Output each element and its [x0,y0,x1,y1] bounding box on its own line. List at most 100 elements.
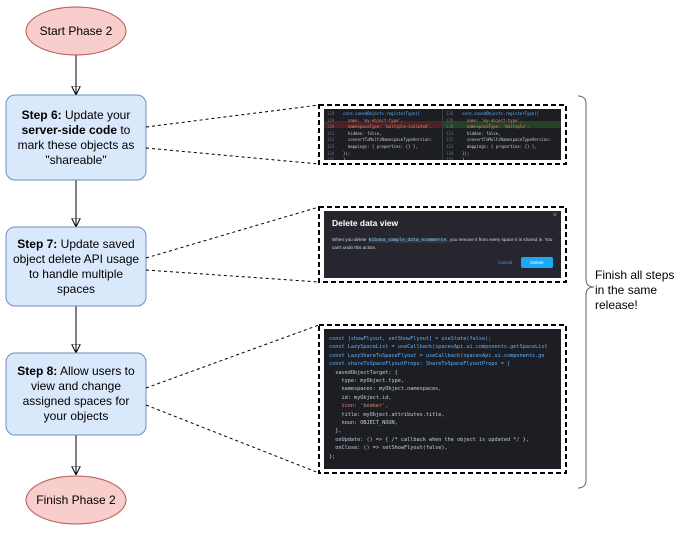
screenshot-code-snippet: const [showFlyout, setShowFlyout] = useS… [324,329,561,469]
snippet-line: id: myObject.id, [329,394,548,402]
line-number: 129 [327,117,335,123]
code-text: convertToMultiNamespaceTypeVersion: [462,137,552,143]
code-text: } [343,157,346,160]
line-number: 135 [327,157,335,160]
code-text: const LazySpaceList = useCallback(spaces… [329,344,548,351]
screenshot-delete-modal: × Delete data view When you delete kiban… [324,211,561,278]
diff-left-line: 130 namespaceType: 'multiple-isolated', [327,124,432,131]
line-number: 132 [446,137,454,143]
diff-left-line: 132 convertToMultiNamespaceTypeVersion: [327,137,432,144]
code-text: hidden: false, [462,130,501,136]
line-number: 130 [327,124,335,130]
snippet-line: savedObjectTarget: { [329,369,548,377]
snippet-line: namespaces: myObject.namespaces, [329,385,548,393]
snippet-line: onUpdate: () => { /* callback when the o… [329,436,548,444]
step-6-text-a: Update your [61,107,131,122]
curly-brace [577,95,595,489]
diff-right-line: 131 hidden: false, [446,131,551,138]
code-text: namespaceType: 'multiple', [462,124,530,130]
step-8-label: Step 8: Allow users to view and change a… [10,353,142,435]
modal-close-icon[interactable]: × [552,212,557,219]
code-text: }; [329,453,336,460]
step-8-text: Allow users to view and change assigned … [22,364,135,423]
step-6-label: Step 6: Update your server-side code to … [10,95,142,180]
diff-divider [442,109,443,160]
diff-right-line: 134}); [446,151,551,158]
modal-cancel-button[interactable]: Cancel [498,260,513,265]
diff-right-line: 129 name: 'my-object-type', [446,118,551,125]
connector-step7-top [145,206,320,259]
screenshot-code-diff: 128 core.savedObjects.registerType({ 129 n… [324,109,561,160]
code-text: }); [343,150,351,156]
modal-delete-button[interactable]: Delete [521,257,553,268]
step-6-node [5,94,147,181]
code-text: core.savedObjects.registerType({ [343,111,421,116]
code-text: mappings: { properties: {} }, [462,143,537,149]
snippet-line: noun: OBJECT_NOUN, [329,419,548,427]
diff-added-highlight [443,121,561,128]
diff-removed-highlight [324,121,442,128]
code-text: onUpdate: () => { /* callback when the o… [329,436,529,443]
line-number: 133 [446,143,454,149]
connector-step6-top [145,104,320,128]
step-6-text-b: to mark these objects as "shareable" [17,122,135,167]
snippet-line: icon: 'beaker', [329,402,548,410]
modal-body-text-b: , you remove it from every space it is s… [332,237,553,250]
screenshot-2-frame [318,206,567,283]
connector-step7-bottom [145,269,320,283]
step-6-title: Step 6: [21,107,62,122]
code-text: }); [462,150,470,156]
step-7-label: Step 7: Update saved object delete API u… [10,227,142,306]
line-number: 131 [327,130,335,136]
finish-phase-2-label: Finish Phase 2 [36,492,116,507]
screenshot-1-frame [318,104,567,165]
step-8-title: Step 8: [17,364,58,378]
code-text: hidden: false, [343,130,382,136]
code-text: const LazyShareToSpaceFlyout = useCallba… [329,352,545,359]
diff-right-line: 133 mappings: { properties: {} }, [446,144,551,151]
code-text: id: myObject.id, [329,394,392,401]
snippet-line: const LazySpaceList = useCallback(spaces… [329,343,548,351]
snippet-line: const [showFlyout, setShowFlyout] = useS… [329,335,548,343]
line-number: 128 [446,111,454,116]
step-7-node [5,226,147,307]
snippet-line: const LazyShareToSpaceFlyout = useCallba… [329,352,548,360]
diff-left-line: 134}); [327,151,432,158]
code-text: namespaceType: 'multiple-isolated', [343,124,433,130]
modal-body: When you delete kibana_sample_data_ecomm… [332,236,554,251]
diff-right-line: 135} [446,157,551,160]
snippet-line: const shareToSpaceFlyoutProps: ShareToSp… [329,360,548,368]
code-text: noun: OBJECT_NOUN, [329,420,398,427]
line-number: 135 [446,157,454,160]
code-text: const [showFlyout, setShowFlyout] = useS… [329,336,492,342]
code-text: title: myObject.attributes.title, [329,411,445,418]
code-text: name: 'my-object-type', [462,117,523,123]
snippet-line: type: myObject.type, [329,377,548,385]
screenshot-3-frame [318,324,567,474]
diff-left-line: 129 name: 'my-object-type', [327,118,432,125]
brace-note: Finish all steps in the same release! [595,267,675,312]
code-text: convertToMultiNamespaceTypeVersion: [343,137,433,143]
start-phase-2-node [25,6,127,56]
code-text: icon: 'beaker', [329,403,389,410]
step-7-text: Update saved object delete API usage to … [12,236,140,296]
code-text: onClose: () => setShowFlyout(false), [329,445,448,452]
connector-step8-bottom [145,404,320,474]
diff-left-line: 135} [327,157,432,160]
line-number: 132 [327,137,335,143]
step-6-emphasis: server-side code [21,122,118,137]
line-number: 134 [327,150,335,156]
snippet-line: title: myObject.attributes.title, [329,411,548,419]
line-number: 131 [446,130,454,136]
modal-title: Delete data view [332,218,399,228]
start-phase-2-label: Start Phase 2 [39,23,113,38]
diff-right-line: 132 convertToMultiNamespaceTypeVersion: [446,137,551,144]
code-text: } [462,157,465,160]
modal-body-code: kibana_sample_data_ecommerce [367,238,448,243]
code-text: type: myObject.type, [329,378,404,385]
code-text: name: 'my-object-type', [343,117,404,123]
